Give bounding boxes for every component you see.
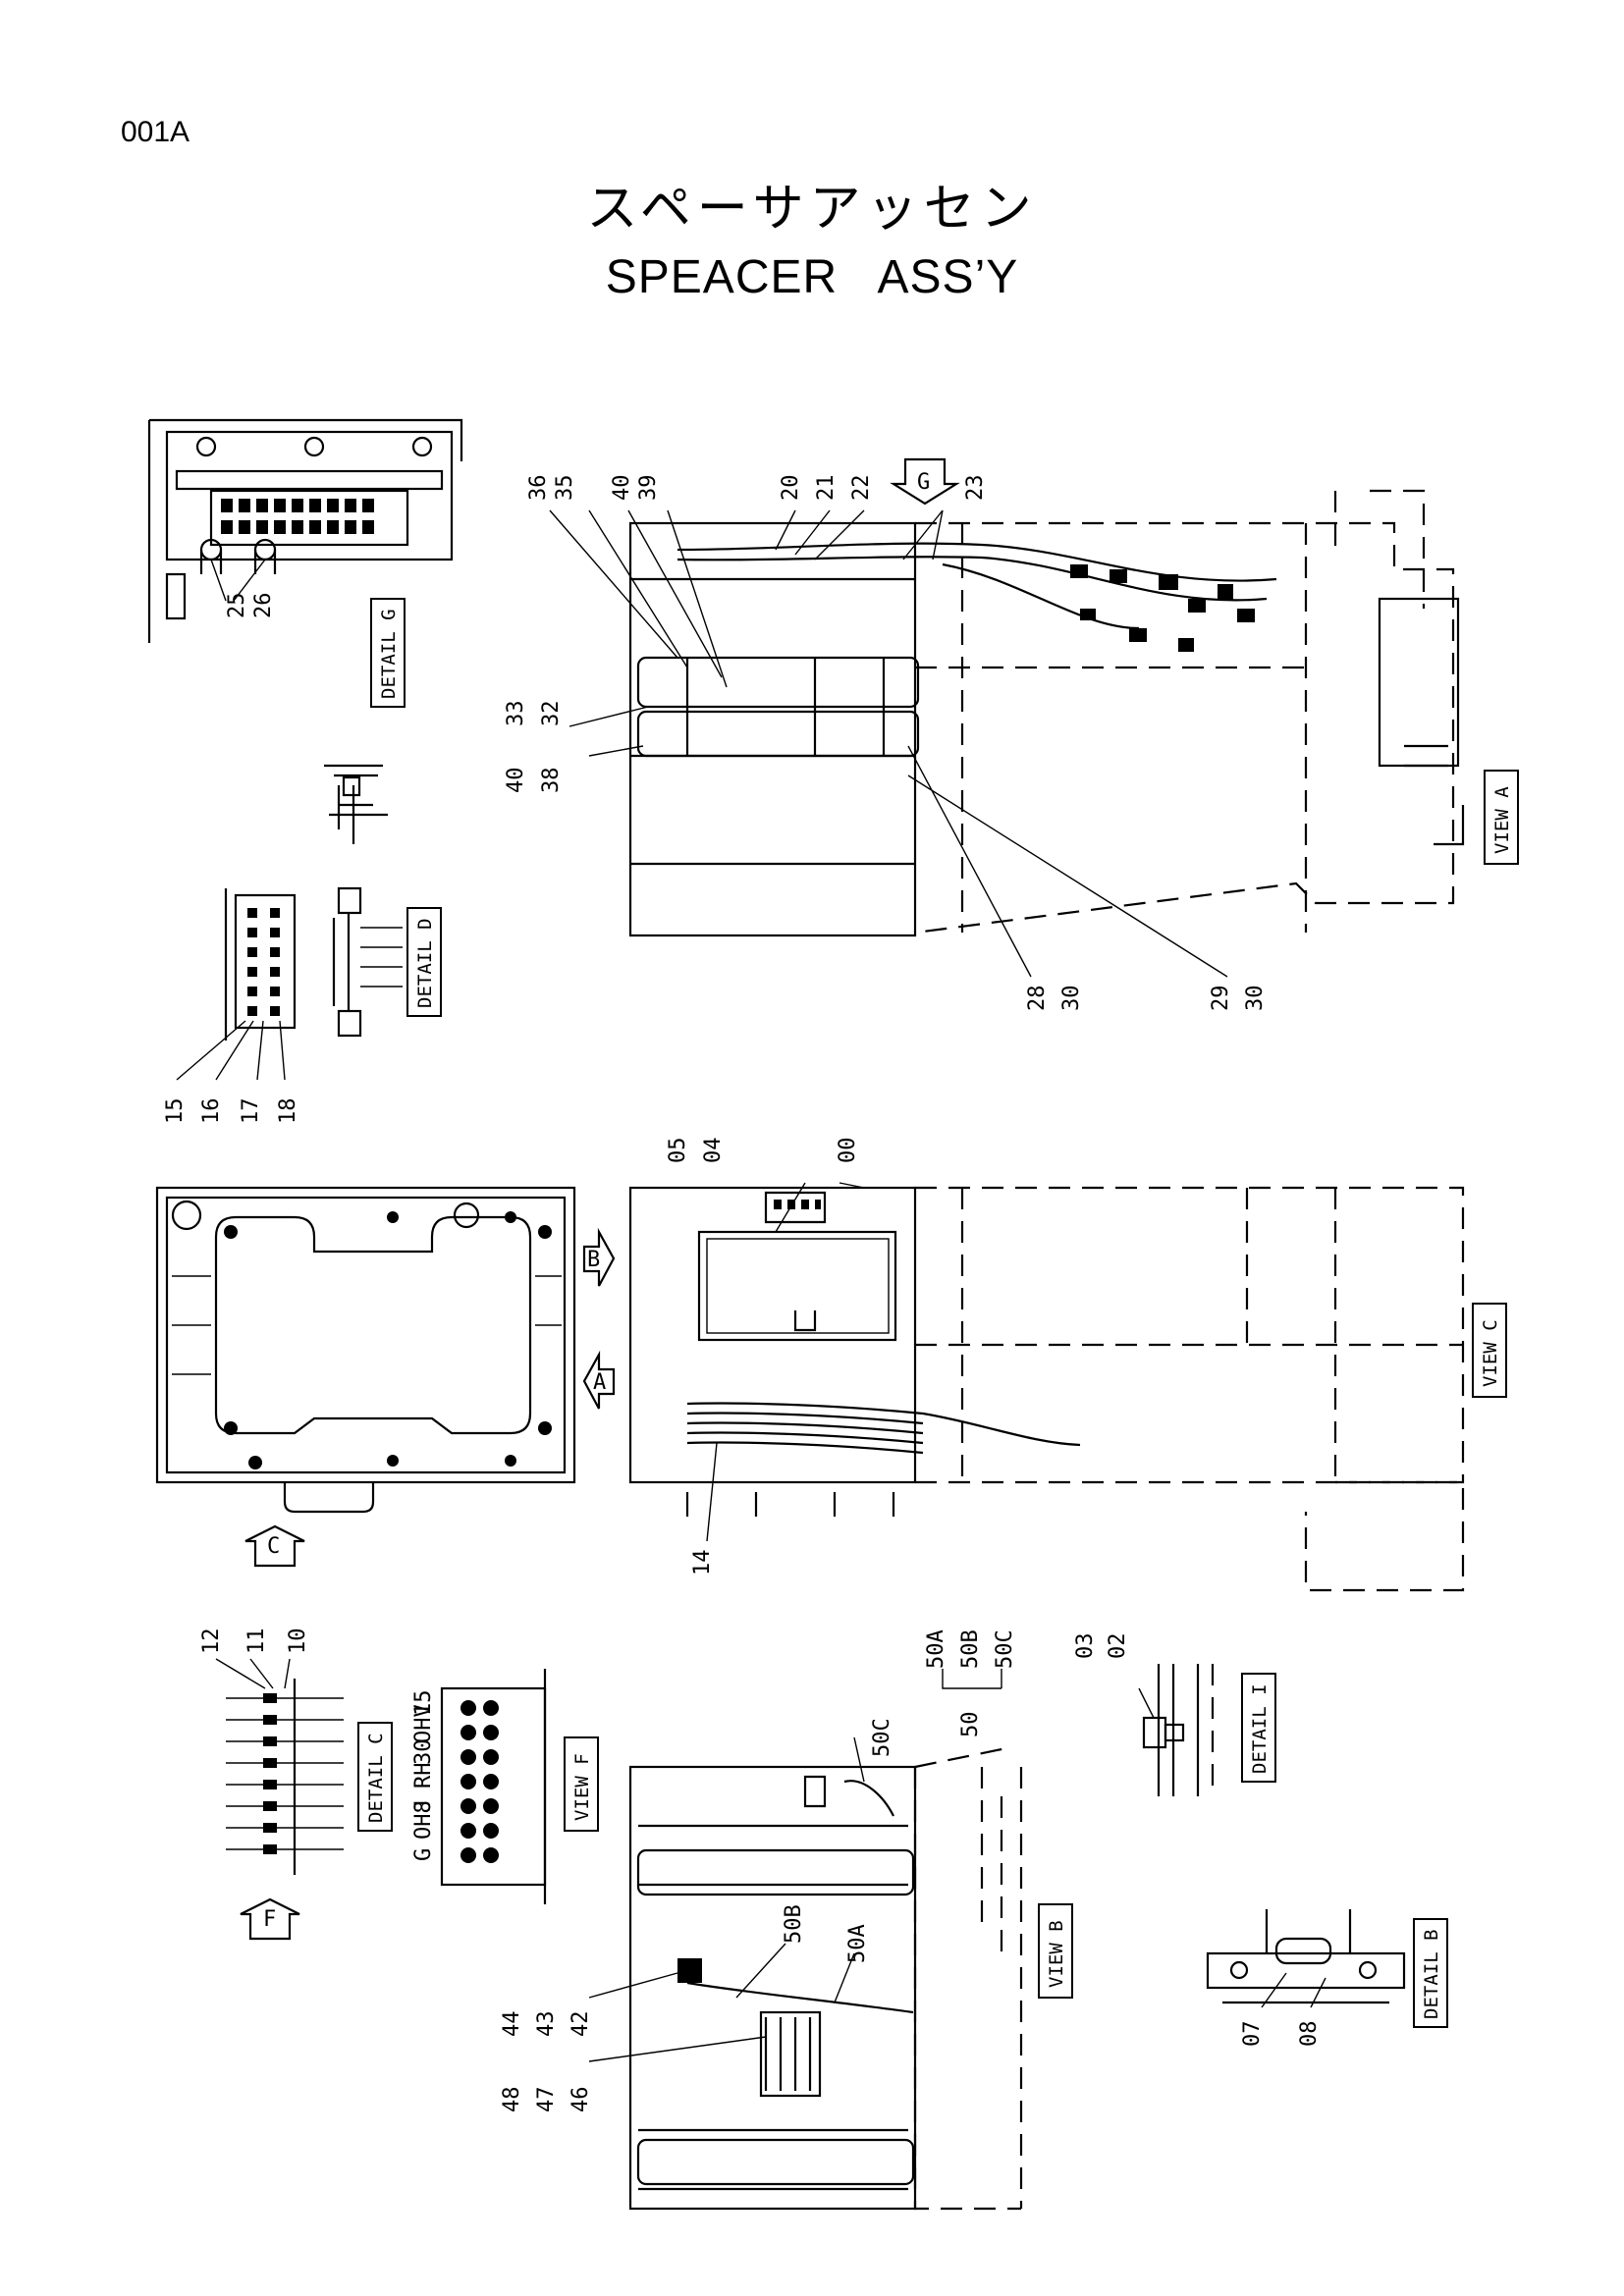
svg-text:B: B [587,1248,600,1272]
view-f-label-1: 15 [411,1690,436,1717]
callout-17: 17 [239,1098,263,1125]
detail-d-tag: DETAIL D [406,907,442,1017]
detail-i-drawing [1138,1664,1215,1796]
callout-07: 07 [1240,2021,1265,2048]
callout-23: 23 [963,475,988,502]
callout-50b-top: 50B [958,1629,983,1669]
callout-21: 21 [814,475,839,502]
svg-text:DETAIL I: DETAIL I [1249,1683,1271,1774]
view-f-label-6: OH8 [411,1800,436,1840]
svg-text:DETAIL G: DETAIL G [378,609,400,699]
view-f-label-7: G [411,1848,436,1861]
callout-30-a: 30 [1059,986,1084,1012]
callout-28: 28 [1025,986,1050,1012]
svg-text:F: F [263,1907,276,1932]
callout-22: 22 [849,475,874,502]
detail-g-drawing [147,418,463,643]
svg-text:VIEW C: VIEW C [1480,1319,1501,1387]
view-f-label-4: RH [411,1763,436,1789]
callout-40-top: 40 [610,475,634,502]
svg-text:DETAIL D: DETAIL D [414,918,436,1008]
callout-29: 29 [1209,986,1233,1012]
arrow-c: C [244,1524,305,1568]
svg-text:A: A [593,1370,606,1395]
view-f-label-3: 30 [411,1739,436,1766]
detail-i-tag: DETAIL I [1241,1673,1276,1783]
detail-b-drawing [1206,1909,1406,2008]
detail-b-tag: DETAIL B [1413,1918,1448,2028]
callout-08: 08 [1297,2021,1322,2048]
callout-30-b: 30 [1243,986,1268,1012]
view-f-tag: VIEW F [564,1736,599,1832]
callout-20: 20 [779,475,803,502]
small-bracket-drawing [324,764,388,844]
callout-15: 15 [163,1098,188,1125]
detail-g-tag: DETAIL G [370,598,406,708]
callout-44: 44 [500,2011,524,2038]
arrow-g-top: G [890,457,960,506]
callout-50b: 50B [782,1904,806,1944]
svg-text:C: C [267,1534,280,1559]
callout-32: 32 [539,701,564,727]
callout-14: 14 [690,1550,715,1576]
callout-50c: 50C [870,1718,894,1757]
callout-47: 47 [534,2087,559,2113]
callout-02: 02 [1106,1633,1130,1660]
callout-40-mid: 40 [504,768,528,794]
callout-10: 10 [286,1629,310,1655]
callout-11: 11 [244,1629,269,1655]
callout-05: 05 [666,1138,690,1164]
callout-48: 48 [500,2087,524,2113]
frame-plan-drawing [155,1186,576,1514]
callout-42: 42 [568,2011,593,2038]
callout-03: 03 [1073,1633,1098,1660]
view-b-drawing [588,1736,1023,2211]
callout-26: 26 [251,593,276,619]
svg-text:G: G [917,470,930,495]
arrow-f: F [240,1897,300,1941]
view-f-drawing: 15 OHV 30 RH J OH8 G [411,1669,547,1904]
detail-d-drawing [176,886,403,1081]
view-c-tag: VIEW C [1472,1303,1507,1398]
view-a-tag: VIEW A [1484,770,1519,865]
callout-18: 18 [276,1098,300,1125]
svg-text:VIEW A: VIEW A [1491,786,1513,854]
callout-50a-top: 50A [924,1629,948,1669]
svg-text:DETAIL B: DETAIL B [1421,1929,1442,2019]
callout-46: 46 [568,2087,593,2113]
svg-text:DETAIL C: DETAIL C [365,1733,387,1823]
detail-c-drawing [215,1658,344,1875]
callout-50c-top: 50C [993,1629,1017,1669]
view-c-drawing [628,1182,1465,1592]
callout-25: 25 [225,593,249,619]
callout-50-group [942,1669,1002,1689]
callout-04: 04 [701,1138,726,1164]
callout-12: 12 [199,1629,224,1655]
callout-33: 33 [504,701,528,727]
callout-36: 36 [526,475,551,502]
arrow-a: A [582,1350,616,1410]
view-b-tag: VIEW B [1038,1903,1073,1999]
svg-text:VIEW F: VIEW F [571,1753,593,1821]
title-japanese: スペーサアッセン [586,180,1038,239]
arrow-b: B [582,1227,616,1287]
svg-text:VIEW B: VIEW B [1046,1920,1067,1988]
view-f-label-5: J [411,1799,436,1812]
callout-50a: 50A [845,1924,870,1963]
callout-16: 16 [199,1098,224,1125]
title-english: SPEACER ASS’Y [605,251,1019,303]
view-f-label-2: OHV [411,1704,436,1743]
callout-38: 38 [539,768,564,794]
detail-c-tag: DETAIL C [357,1722,393,1832]
view-a-drawing [549,489,1465,978]
callout-00: 00 [836,1138,860,1164]
callout-50: 50 [958,1712,983,1738]
page-id: 001A [121,116,190,148]
callout-35: 35 [553,475,577,502]
callout-39: 39 [636,475,661,502]
callout-43: 43 [534,2011,559,2038]
